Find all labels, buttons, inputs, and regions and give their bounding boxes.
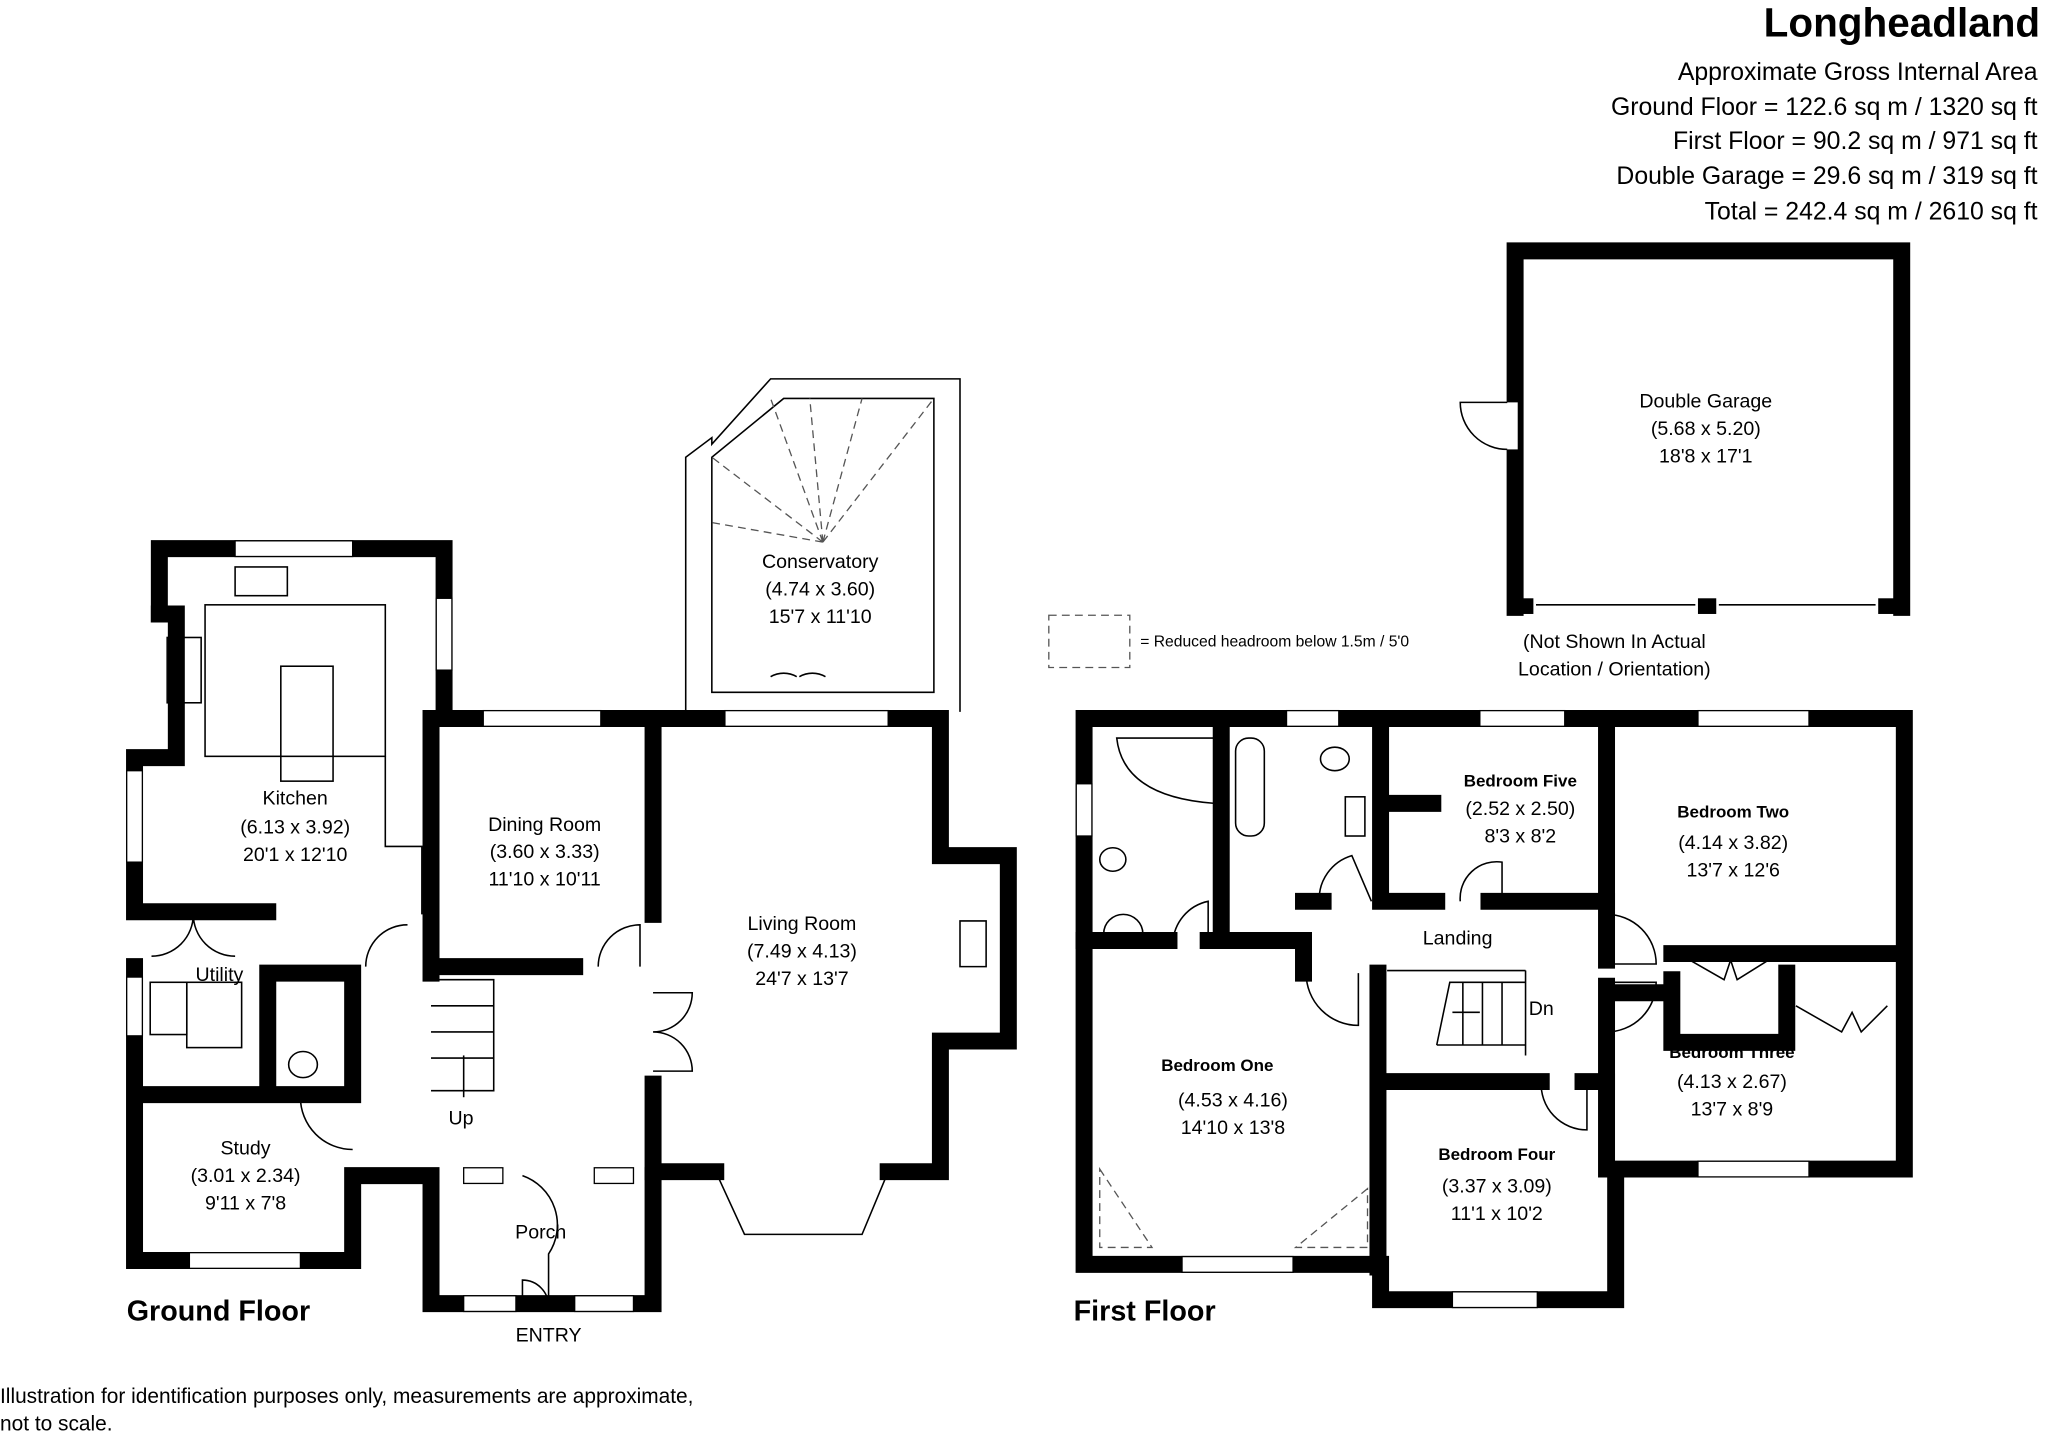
room-utility-name: Utility — [195, 964, 243, 986]
garage-metric: (5.68 x 5.20) — [1651, 418, 1761, 440]
room-kitchen-imperial: 20'1 x 12'10 — [243, 844, 347, 866]
room-dining-name: Dining Room — [488, 814, 601, 836]
room-landing-name: Landing — [1423, 927, 1493, 949]
room-bed5-imperial: 8'3 x 8'2 — [1484, 826, 1556, 848]
ground-floor-plan: Kitchen (6.13 x 3.92) 20'1 x 12'10 Dinin… — [126, 378, 1017, 1346]
room-bed1-imperial: 14'10 x 13'8 — [1181, 1117, 1285, 1139]
kitchen-island — [280, 665, 334, 782]
room-bed3-imperial: 13'7 x 8'9 — [1691, 1099, 1774, 1121]
garage-plan: Double Garage (5.68 x 5.20) 18'8 x 17'1 … — [1459, 242, 1911, 680]
room-conservatory-name: Conservatory — [762, 551, 879, 573]
room-living-metric: (7.49 x 4.13) — [747, 940, 857, 962]
room-conservatory-imperial: 15'7 x 11'10 — [769, 606, 872, 628]
room-kitchen-metric: (6.13 x 3.92) — [240, 816, 350, 838]
area-total: Total = 242.4 sq m / 2610 sq ft — [1705, 199, 2038, 226]
room-bed1-metric: (4.53 x 4.16) — [1178, 1089, 1288, 1111]
garage-imperial: 18'8 x 17'1 — [1659, 445, 1752, 467]
area-garage: Double Garage = 29.6 sq m / 319 sq ft — [1616, 163, 2037, 190]
garage-note-1: (Not Shown In Actual — [1523, 631, 1706, 653]
dashed-box-icon — [1048, 614, 1131, 669]
room-bed5-metric: (2.52 x 2.50) — [1465, 798, 1575, 820]
room-bed4-metric: (3.37 x 3.09) — [1442, 1176, 1552, 1198]
disclaimer-line-1: Illustration for identification purposes… — [0, 1385, 693, 1408]
room-conservatory-metric: (4.74 x 3.60) — [765, 579, 875, 601]
stairs-down-label: Dn — [1529, 998, 1554, 1020]
entry-label: ENTRY — [516, 1324, 582, 1346]
first-floor-plan: Bedroom One (4.53 x 4.16) 14'10 x 13'8 B… — [1074, 709, 1913, 1328]
headroom-legend: = Reduced headroom below 1.5m / 5'0 — [1048, 614, 1409, 669]
room-study-imperial: 9'11 x 7'8 — [205, 1193, 286, 1215]
area-first: First Floor = 90.2 sq m / 971 sq ft — [1673, 128, 2038, 155]
room-bed2-imperial: 13'7 x 12'6 — [1686, 860, 1780, 882]
room-bed3-metric: (4.13 x 2.67) — [1677, 1071, 1787, 1093]
room-bed3-name: Bedroom Three — [1669, 1043, 1794, 1062]
room-living-imperial: 24'7 x 13'7 — [755, 968, 848, 990]
room-bed1-name: Bedroom One — [1161, 1056, 1273, 1075]
area-ground: Ground Floor = 122.6 sq m / 1320 sq ft — [1611, 94, 2038, 121]
room-dining-imperial: 11'10 x 10'11 — [488, 869, 600, 891]
room-kitchen-name: Kitchen — [263, 788, 328, 810]
legend-text: = Reduced headroom below 1.5m / 5'0 — [1140, 634, 1409, 651]
room-bed2-name: Bedroom Two — [1677, 803, 1789, 822]
room-dining-metric: (3.60 x 3.33) — [490, 841, 600, 863]
garage-name: Double Garage — [1639, 391, 1772, 413]
room-study-metric: (3.01 x 2.34) — [191, 1165, 301, 1187]
area-summary: Approximate Gross Internal Area Ground F… — [1611, 59, 2038, 226]
first-floor-label: First Floor — [1074, 1296, 1216, 1328]
room-bed4-imperial: 11'1 x 10'2 — [1451, 1203, 1543, 1225]
room-living-name: Living Room — [748, 913, 857, 935]
room-porch-name: Porch — [515, 1221, 566, 1243]
stairs-up-label: Up — [449, 1108, 474, 1130]
room-study-name: Study — [221, 1138, 271, 1160]
area-heading: Approximate Gross Internal Area — [1678, 59, 2038, 86]
garage-note-2: Location / Orientation) — [1518, 658, 1711, 680]
room-bed4-name: Bedroom Four — [1438, 1145, 1555, 1164]
disclaimer-line-2: not to scale. — [0, 1412, 113, 1433]
room-bed2-metric: (4.14 x 3.82) — [1678, 832, 1788, 854]
ground-floor-label: Ground Floor — [127, 1296, 310, 1328]
room-bed5-name: Bedroom Five — [1464, 771, 1577, 790]
property-title: Longheadland — [1764, 0, 2041, 46]
